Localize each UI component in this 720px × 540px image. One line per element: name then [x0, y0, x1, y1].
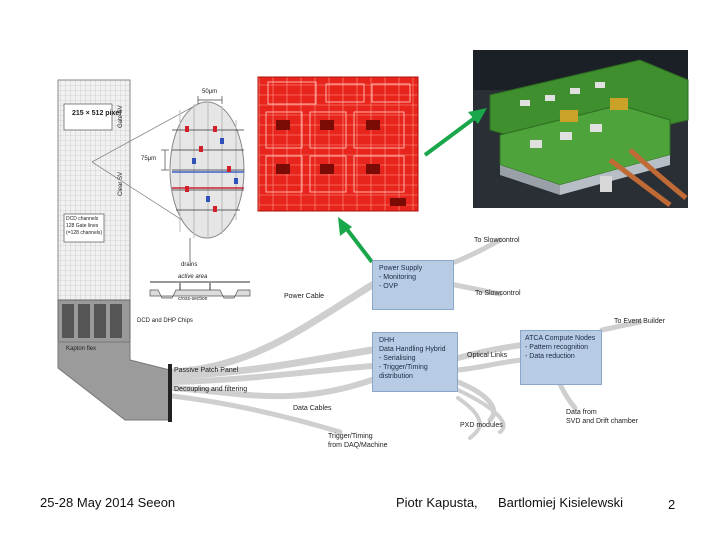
cable-bundle — [168, 237, 643, 440]
dhh-line: Data Handling Hybrid — [379, 346, 446, 353]
data-from-line: SVD and Drift chamber — [566, 418, 638, 425]
electronics-photo — [473, 50, 689, 208]
trigger-line: from DAQ/Machine — [328, 442, 388, 449]
atca-line: - Data reduction — [525, 353, 575, 360]
green-arrows — [338, 108, 487, 264]
dcd-note-line: 128 Gate lines — [66, 223, 99, 229]
clear-sv-label: Clear SV — [118, 171, 124, 196]
dhh-line: distribution — [379, 373, 413, 380]
trigger-timing-label: Trigger/Timing from DAQ/Machine — [328, 432, 388, 450]
active-area-label: active area — [178, 274, 208, 280]
optical-links-label: Optical Links — [467, 352, 508, 359]
power-supply-line: Power Supply — [379, 265, 423, 272]
gate-sv-label: Gate SV — [118, 105, 124, 128]
power-supply-box: Power Supply - Monitoring - OVP — [372, 260, 454, 310]
patch-panel-subtitle: Decoupling and filtering — [174, 386, 248, 393]
drains-label: drains — [181, 262, 198, 268]
dimension-75um: 75μm — [141, 156, 157, 162]
power-supply-line: - Monitoring — [379, 274, 416, 281]
patch-panel-body — [168, 364, 172, 422]
trigger-line: Trigger/Timing — [328, 433, 373, 440]
pcb-layout-image — [248, 75, 428, 213]
patch-panel-title: Passive Patch Panel — [174, 367, 239, 374]
dcd-note-line: (=128 channels) — [66, 230, 102, 236]
dhh-box: DHH Data Handling Hybrid - Serialising -… — [372, 332, 458, 392]
data-from-label: Data from SVD and Drift chamber — [566, 408, 638, 426]
dcd-note-line: DCD channels — [66, 216, 99, 222]
dhh-line: - Trigger/Timing — [379, 364, 428, 371]
pixel-count-label: 215 × 512 pixel — [72, 110, 122, 117]
to-event-builder: To Event Builder — [614, 318, 665, 325]
to-slowcontrol-2: To Slowcontrol — [475, 290, 521, 297]
atca-line: ATCA Compute Nodes — [525, 335, 596, 342]
power-supply-line: - OVP — [379, 283, 399, 290]
footer-author-2: Bartlomiej Kisielewski — [498, 495, 623, 510]
pxd-ladder — [57, 79, 131, 343]
cross-section-sketch — [149, 281, 251, 299]
chips-label: DCD and DHP Chips — [137, 318, 193, 324]
pixel-zoom — [169, 101, 245, 239]
dcd-note: DCD channels 128 Gate lines (=128 channe… — [66, 216, 102, 237]
atca-line: - Pattern recognition — [525, 344, 589, 351]
cross-section-label: cross-section — [178, 296, 208, 302]
atca-box: ATCA Compute Nodes - Pattern recognition… — [520, 330, 602, 385]
dimension-50um: 50μm — [202, 89, 218, 95]
dhh-line: - Serialising — [379, 355, 416, 362]
data-from-line: Data from — [566, 409, 597, 416]
footer-author-1: Piotr Kapusta, — [396, 495, 478, 510]
to-slowcontrol-1: To Slowcontrol — [474, 237, 520, 244]
dimension-markers — [161, 96, 223, 262]
data-cables-label: Data Cables — [293, 405, 332, 412]
power-cable-label: Power Cable — [284, 293, 325, 300]
dhh-line: DHH — [379, 337, 395, 344]
kapton-label: Kapton flex — [66, 346, 97, 352]
footer-date-place: 25-28 May 2014 Seeon — [40, 495, 176, 510]
pxd-modules-label: PXD modules — [460, 422, 503, 429]
kapton-flex — [57, 341, 171, 421]
footer-page-number: 2 — [668, 497, 676, 512]
